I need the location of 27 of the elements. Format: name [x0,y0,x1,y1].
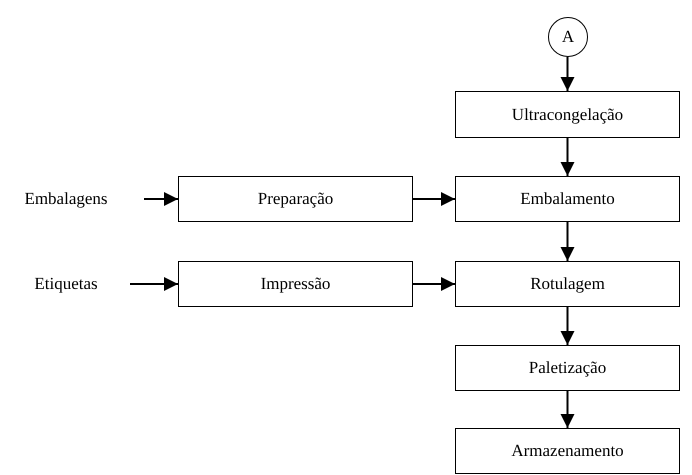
arrow [413,277,455,291]
arrow [560,222,574,261]
node-label: Paletização [528,358,606,378]
process-box [455,345,680,391]
input-label: Embalagens [4,184,128,214]
process-box [455,91,680,138]
arrow [560,57,574,91]
input-label: Etiquetas [18,269,114,299]
arrow [413,192,455,206]
node-label: A [562,27,574,47]
process-box [455,428,680,474]
node-label: Rotulagem [530,274,605,294]
node-label: Preparação [258,189,334,209]
process-box [455,176,680,222]
process-box [178,176,413,222]
connector-circle [548,17,588,57]
process-box [455,261,680,307]
arrow [560,391,574,428]
arrow [130,277,178,291]
process-box [178,261,413,307]
node-label: Armazenamento [511,441,624,461]
arrow [560,138,574,176]
arrow [560,307,574,345]
node-label: Ultracongelação [512,104,624,124]
node-label: Impressão [260,274,330,294]
node-label: Embalamento [520,189,615,209]
arrow [144,192,178,206]
